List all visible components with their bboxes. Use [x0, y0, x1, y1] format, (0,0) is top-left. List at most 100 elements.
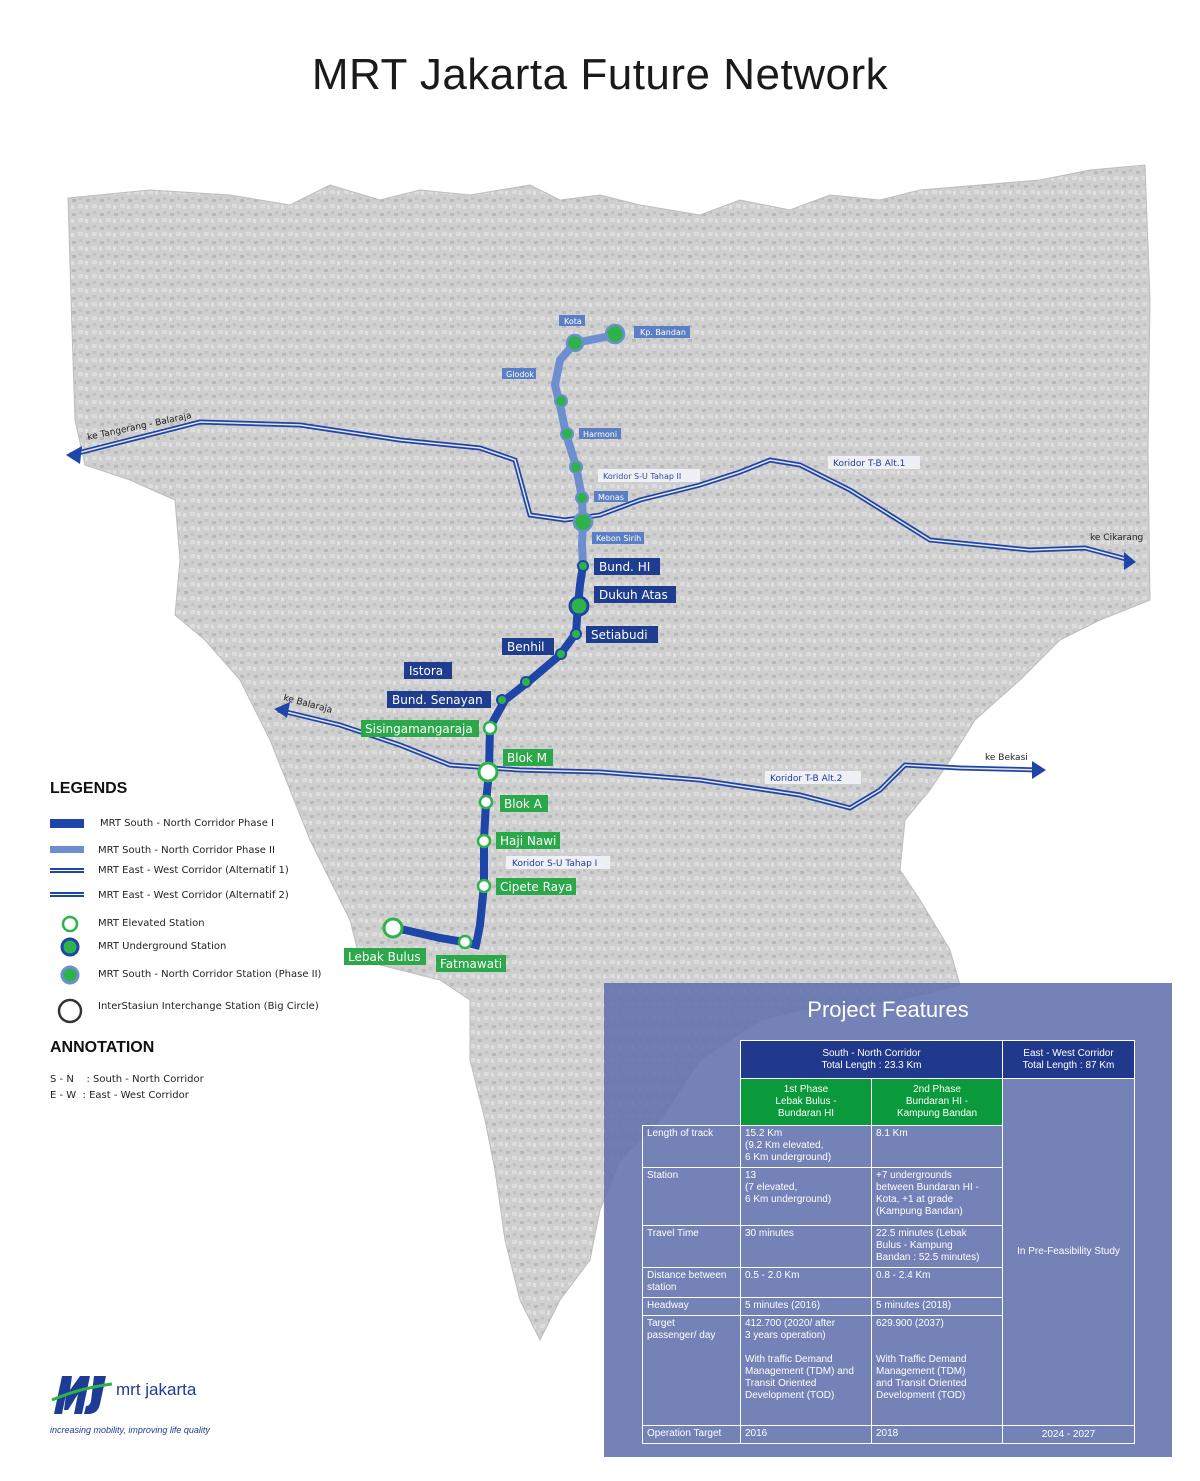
label-istora: Istora — [409, 664, 443, 678]
label-setiabudi: Setiabudi — [591, 628, 648, 642]
page-title: MRT Jakarta Future Network — [311, 50, 889, 99]
stations — [382, 323, 626, 950]
label-kebon-sirih: Kebon Sirih — [596, 534, 641, 543]
station-sisingamangaraja — [482, 720, 498, 736]
phase2-header: 2nd Phase Bundaran HI - Kampung Bandan — [871, 1078, 1003, 1126]
station-cipete-raya — [476, 878, 492, 894]
station-benhil — [555, 648, 567, 660]
phase1-header: 1st Phase Lebak Bulus - Bundaran HI — [740, 1078, 872, 1126]
annotation-sn: S - N : South - North Corridor — [50, 1074, 204, 1085]
label-blok-a: Blok A — [504, 797, 543, 811]
station-haji-nawi — [476, 833, 492, 849]
label-monas: Monas — [598, 493, 624, 502]
row-label: Length of track — [642, 1125, 741, 1168]
row-phase1-value: 13 (7 elevated, 6 Km underground) — [740, 1167, 872, 1226]
logo-wordmark: mrt jakarta — [116, 1380, 197, 1399]
station-blok-a — [478, 794, 494, 810]
ew-corridor-alt1 — [66, 419, 1136, 570]
row-label: Distance between station — [642, 1267, 741, 1298]
legend-underground: MRT Underground Station — [98, 941, 227, 952]
row-phase2-value: +7 undergrounds between Bundaran HI - Ko… — [871, 1167, 1003, 1226]
legend-phase2: MRT South - North Corridor Phase II — [98, 845, 275, 856]
row-phase2-value: 629.900 (2037) With Traffic Demand Manag… — [871, 1315, 1003, 1426]
legend-phase1: MRT South - North Corridor Phase I — [100, 818, 274, 829]
row-phase1-value: 0.5 - 2.0 Km — [740, 1267, 872, 1298]
station-kota — [565, 333, 585, 353]
label-cipete-raya: Cipete Raya — [500, 880, 573, 894]
label-ke-bekasi: ke Bekasi — [985, 753, 1028, 763]
label-harmoni: Harmoni — [583, 430, 617, 439]
station-fatmawati — [457, 934, 473, 950]
station-dukuh-atas — [568, 595, 590, 617]
sn-corridor-header: South - North Corridor Total Length : 23… — [740, 1040, 1003, 1079]
ew-corridor-alt2 — [274, 702, 1046, 811]
label-blok-m: Blok M — [507, 751, 547, 765]
row-phase2-value: 5 minutes (2018) — [871, 1297, 1003, 1316]
station-monas — [575, 491, 589, 505]
row-label: Headway — [642, 1297, 741, 1316]
legend-interchange: InterStasiun Interchange Station (Big Ci… — [98, 1001, 319, 1012]
row-label: Station — [642, 1167, 741, 1226]
project-features-table: South - North Corridor Total Length : 23… — [642, 1040, 1135, 1444]
phase1-station-labels: Bund. HI Dukuh Atas Setiabudi Benhil Ist… — [387, 558, 676, 708]
station-lebak-bulus — [382, 917, 404, 939]
row-phase2-value: 8.1 Km — [871, 1125, 1003, 1168]
legend-phase2-station: MRT South - North Corridor Station (Phas… — [98, 969, 322, 980]
label-koridor-tb-alt2: Koridor T-B Alt.2 — [770, 774, 842, 784]
row-phase1-value: 5 minutes (2016) — [740, 1297, 872, 1316]
label-dukuh-atas: Dukuh Atas — [599, 588, 668, 602]
legend-heading: LEGENDS — [50, 780, 128, 797]
label-koridor-tb-alt1: Koridor T-B Alt.1 — [833, 459, 905, 469]
label-koridor-su-tahap1: Koridor S-U Tahap I — [512, 859, 597, 869]
station-glodok — [554, 394, 568, 408]
label-lebak-bulus: Lebak Bulus — [348, 950, 421, 964]
label-kp-bandan: Kp. Bandan — [640, 328, 686, 337]
row-phase1-value: 15.2 Km (9.2 Km elevated, 6 Km undergrou… — [740, 1125, 872, 1168]
elevated-station-labels: Sisingamangaraja Blok M Blok A Haji Nawi… — [344, 720, 576, 972]
annotation-heading: ANNOTATION — [50, 1039, 155, 1056]
mrt-jakarta-logo: mrt jakarta increasing mobility, improvi… — [50, 1370, 250, 1440]
mrt-logo-icon — [51, 1376, 113, 1414]
legend-ew-alt2: MRT East - West Corridor (Alternatif 2) — [98, 890, 289, 901]
row-label: Operation Target — [642, 1425, 741, 1444]
logo-tagline: increasing mobility, improving life qual… — [50, 1425, 210, 1435]
station-setiabudi — [570, 628, 582, 640]
row-phase1-value: 30 minutes — [740, 1225, 872, 1268]
ew-study-status: In Pre-Feasibility Study — [1002, 1078, 1135, 1426]
legend-elevated: MRT Elevated Station — [98, 918, 205, 929]
legend-symbols — [50, 819, 84, 1024]
row-phase2-value: 22.5 minutes (Lebak Bulus - Kampung Band… — [871, 1225, 1003, 1268]
annotation-ew: E - W : East - West Corridor — [50, 1090, 189, 1101]
legend-ew-alt1: MRT East - West Corridor (Alternatif 1) — [98, 865, 289, 876]
station-kp-bandan — [604, 323, 626, 345]
row-label: Target passenger/ day — [642, 1315, 741, 1426]
label-fatmawati: Fatmawati — [440, 957, 502, 971]
station-bund-hi — [577, 560, 589, 572]
project-features-panel: Project Features South - North Corridor … — [604, 983, 1172, 1457]
label-ke-cikarang: ke Cikarang — [1090, 533, 1143, 543]
station-blok-m — [477, 761, 499, 783]
label-bund-senayan: Bund. Senayan — [392, 693, 483, 707]
label-glodok: Glodok — [506, 370, 534, 379]
row-phase1-value: 2016 — [740, 1425, 872, 1444]
label-koridor-su-tahap2: Koridor S-U Tahap II — [603, 472, 681, 481]
row-phase2-value: 2018 — [871, 1425, 1003, 1444]
row-label: Travel Time — [642, 1225, 741, 1268]
label-sisingamangaraja: Sisingamangaraja — [365, 722, 473, 736]
row-phase1-value: 412.700 (2020/ after 3 years operation) … — [740, 1315, 872, 1426]
label-bund-hi: Bund. HI — [599, 560, 650, 574]
phase2-station-labels: Kota Kp. Bandan Glodok Harmoni Monas Keb… — [502, 315, 700, 544]
label-kota: Kota — [564, 317, 582, 326]
station-istora — [520, 676, 532, 688]
station-bund-senayan — [496, 694, 508, 706]
station-harmoni — [560, 427, 574, 441]
row-ew-value: 2024 - 2027 — [1002, 1425, 1135, 1444]
station-unnamed-1 — [569, 460, 583, 474]
label-haji-nawi: Haji Nawi — [500, 834, 556, 848]
label-benhil: Benhil — [507, 640, 545, 654]
row-phase2-value: 0.8 - 2.4 Km — [871, 1267, 1003, 1298]
station-kebon-sirih — [572, 511, 594, 533]
ew-corridor-header: East - West Corridor Total Length : 87 K… — [1002, 1040, 1135, 1079]
project-features-title: Project Features — [807, 997, 969, 1022]
